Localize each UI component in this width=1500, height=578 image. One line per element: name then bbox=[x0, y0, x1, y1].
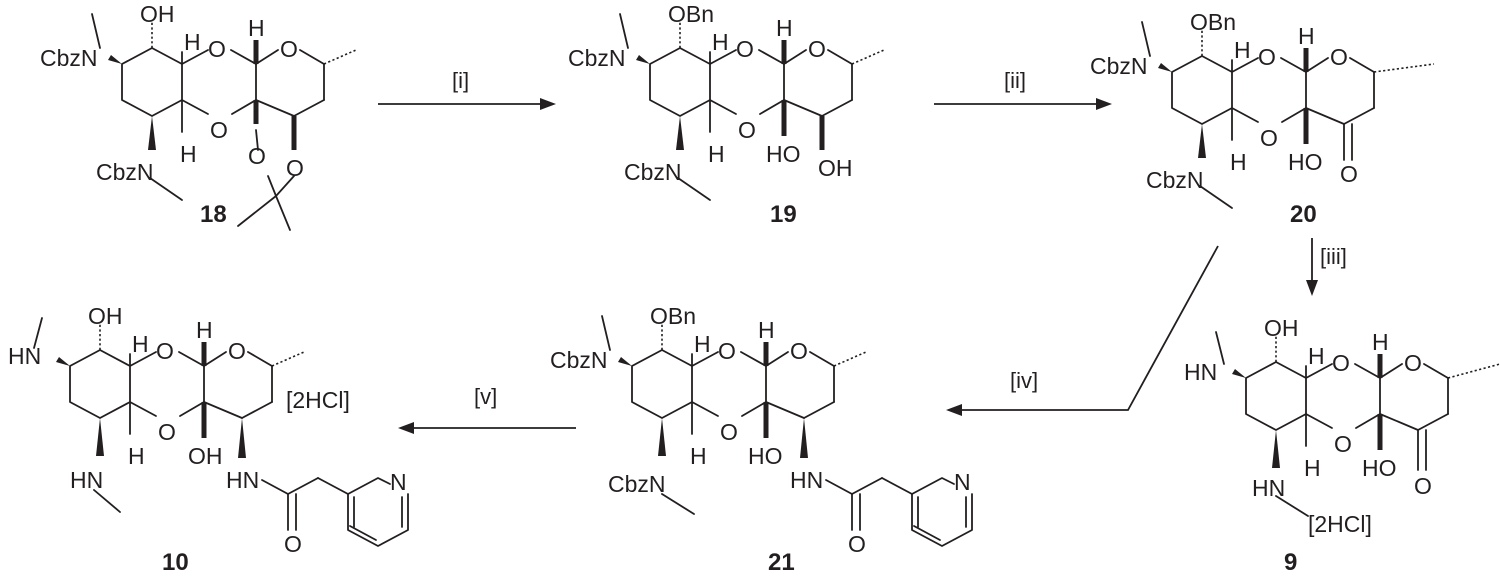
c10-h3-label: H bbox=[128, 443, 145, 469]
c19-h2-label: H bbox=[776, 15, 793, 41]
c9-o2-label: O bbox=[1404, 350, 1422, 376]
compound-20-number: 20 bbox=[1290, 201, 1317, 228]
c18-h2-label: H bbox=[248, 15, 265, 41]
c10-co-label: O bbox=[284, 531, 302, 557]
c9-o3-label: O bbox=[1334, 431, 1352, 457]
c9-salt-label: [2HCl] bbox=[1308, 511, 1372, 537]
c21-n2-label: CbzN bbox=[608, 471, 666, 497]
c21-o2-label: O bbox=[790, 338, 808, 364]
c21-h2-label: H bbox=[758, 317, 775, 343]
arrow-ii-label: [ii] bbox=[1004, 68, 1026, 93]
compound-20: CbzN OBn H O H O O H HO O CbzN 20 bbox=[1090, 9, 1435, 228]
c18-h1-label: H bbox=[184, 29, 201, 55]
c20-oh1-label: HO bbox=[1288, 149, 1323, 175]
c20-o3-label: O bbox=[1260, 125, 1278, 151]
arrow-iv: [iv] bbox=[946, 245, 1219, 416]
compound-9-number: 9 bbox=[1284, 549, 1297, 576]
c19-o3-label: O bbox=[738, 117, 756, 143]
c21-oh1-label: HO bbox=[748, 443, 783, 469]
c10-o2-label: O bbox=[228, 338, 246, 364]
c9-o1-label: O bbox=[1332, 350, 1350, 376]
c10-o3-label: O bbox=[158, 419, 176, 445]
c21-pyn-label: N bbox=[954, 469, 971, 495]
c19-h1-label: H bbox=[712, 29, 729, 55]
compound-19: CbzN OBn H O H O O H HO OH CbzN 19 bbox=[568, 1, 885, 228]
c20-o1-label: O bbox=[1258, 44, 1276, 70]
c9-n1-label: HN bbox=[1184, 359, 1217, 385]
c19-oh1-label: HO bbox=[766, 141, 801, 167]
arrow-v: [v] bbox=[398, 384, 576, 434]
c21-obn-label: OBn bbox=[650, 303, 696, 329]
c21-n1-label: CbzN bbox=[550, 347, 608, 373]
c21-nh-label: HN bbox=[790, 467, 823, 493]
c20-h2-label: H bbox=[1298, 23, 1315, 49]
c9-oh-label: OH bbox=[1264, 315, 1299, 341]
c21-h1-label: H bbox=[694, 331, 711, 357]
c10-o1-label: O bbox=[156, 338, 174, 364]
arrow-iii: [iii] bbox=[1306, 238, 1347, 296]
c18-o4-label: O bbox=[248, 143, 266, 169]
compound-21: CbzN OBn H O H O O H HO HN O N CbzN 21 bbox=[550, 303, 973, 576]
c20-n2-label: CbzN bbox=[1146, 167, 1204, 193]
arrow-ii: [ii] bbox=[934, 68, 1112, 110]
c18-o2-label: O bbox=[280, 36, 298, 62]
c10-n1-label: HN bbox=[8, 343, 41, 369]
c9-h2-label: H bbox=[1372, 329, 1389, 355]
arrow-i-label: [i] bbox=[452, 68, 469, 93]
c21-o3-label: O bbox=[720, 419, 738, 445]
c9-ketone-label: O bbox=[1414, 473, 1432, 499]
c18-o5-label: O bbox=[286, 155, 304, 181]
c10-pyn-label: N bbox=[390, 469, 407, 495]
c20-o2-label: O bbox=[1330, 44, 1348, 70]
arrow-iii-label: [iii] bbox=[1320, 244, 1347, 269]
c20-h1-label: H bbox=[1234, 37, 1251, 63]
c10-nh-label: HN bbox=[226, 467, 259, 493]
c20-obn-label: OBn bbox=[1190, 9, 1236, 35]
c18-n1-label: CbzN bbox=[40, 45, 98, 71]
c10-salt-label: [2HCl] bbox=[286, 387, 350, 413]
arrow-iv-label: [iv] bbox=[1010, 368, 1038, 393]
c18-n2-label: CbzN bbox=[96, 159, 154, 185]
c19-oh2-label: OH bbox=[818, 155, 853, 181]
compound-19-number: 19 bbox=[770, 201, 797, 228]
c19-o2-label: O bbox=[808, 36, 826, 62]
compound-9: HN OH H O H O O H HO O HN [2HCl] 9 bbox=[1184, 315, 1500, 576]
c18-oh-label: OH bbox=[140, 1, 175, 27]
c19-obn-label: OBn bbox=[668, 1, 714, 27]
compound-18: CbzN OH H O H O O H CbzN O O 18 bbox=[40, 1, 357, 231]
c21-co-label: O bbox=[848, 531, 866, 557]
c10-h2-label: H bbox=[196, 317, 213, 343]
c9-h3-label: H bbox=[1304, 455, 1321, 481]
c20-ketone-label: O bbox=[1340, 161, 1358, 187]
c18-h3-label: H bbox=[180, 141, 197, 167]
c20-n1-label: CbzN bbox=[1090, 53, 1148, 79]
c10-oh1-label: OH bbox=[188, 443, 223, 469]
c20-h3-label: H bbox=[1230, 149, 1247, 175]
c21-h3-label: H bbox=[690, 443, 707, 469]
c19-o1-label: O bbox=[736, 36, 754, 62]
arrow-v-label: [v] bbox=[474, 384, 497, 409]
compound-10: HN OH H O H O O H OH HN O N HN [2HCl] 10 bbox=[8, 303, 409, 576]
c19-n1-label: CbzN bbox=[568, 45, 626, 71]
compound-10-number: 10 bbox=[162, 549, 189, 576]
c10-n2-label: HN bbox=[70, 467, 103, 493]
c18-o1-label: O bbox=[208, 36, 226, 62]
c18-o3-label: O bbox=[210, 117, 228, 143]
compound-21-number: 21 bbox=[768, 549, 795, 576]
c9-h1-label: H bbox=[1308, 343, 1325, 369]
arrow-i: [i] bbox=[378, 68, 556, 110]
c21-o1-label: O bbox=[718, 338, 736, 364]
compound-18-number: 18 bbox=[200, 201, 227, 228]
c9-oh1-label: HO bbox=[1362, 455, 1397, 481]
c9-n2-label: HN bbox=[1252, 475, 1285, 501]
c10-oh-label: OH bbox=[88, 303, 123, 329]
c19-h3-label: H bbox=[708, 141, 725, 167]
c19-n2-label: CbzN bbox=[624, 159, 682, 185]
c10-h1-label: H bbox=[132, 331, 149, 357]
